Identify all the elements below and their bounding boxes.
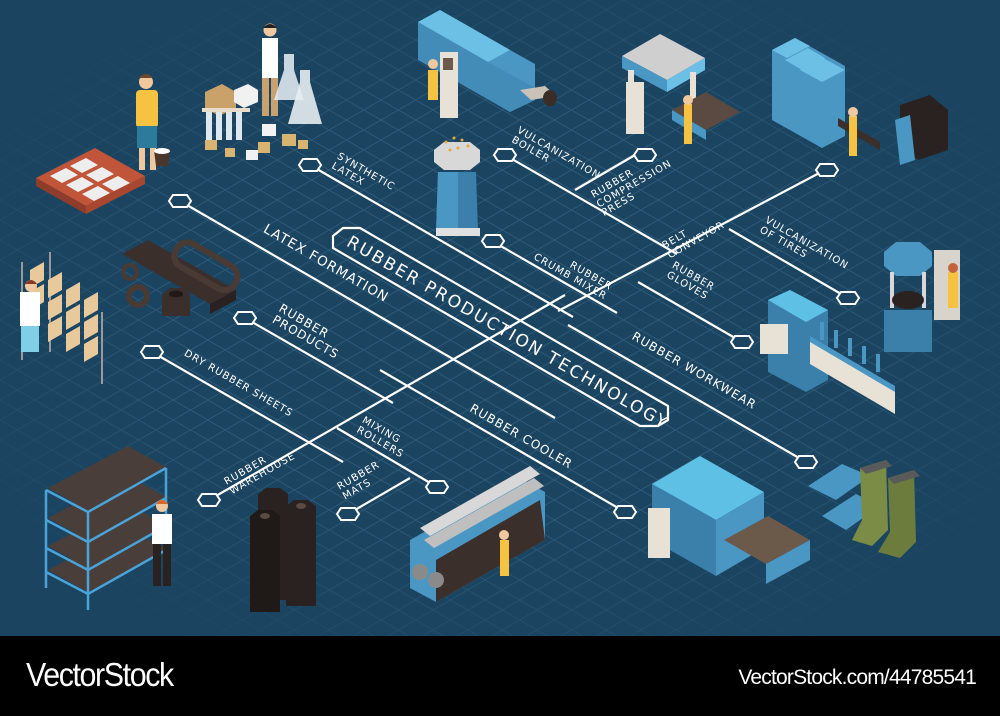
node-rubber-gloves — [729, 335, 755, 349]
mixing-rollers-illustration — [410, 466, 545, 602]
node-latex-formation — [167, 194, 193, 208]
drying-rack-illustration — [20, 252, 103, 384]
worker-with-bucket-illustration — [136, 74, 170, 170]
footer-bar: VectorStock VectorStock.com/44785541 — [0, 636, 1000, 716]
node-rubber-crumb-mixer — [480, 234, 506, 248]
node-dry-rubber-sheets — [139, 345, 165, 359]
rubber-crumb-mixer-illustration — [434, 136, 480, 236]
rubber-products-illustration — [121, 239, 241, 316]
chemist-lab-illustration — [202, 23, 322, 160]
node-synthetic-latex — [297, 158, 323, 172]
title-frame — [331, 226, 670, 428]
node-rubber-compression-press — [632, 148, 658, 162]
infographic-canvas: SYNTHETIC LATEX VULCANIZATION BOILER RUB… — [0, 0, 1000, 636]
rubber-rolls-illustration — [250, 488, 316, 612]
glove-machine-illustration — [760, 290, 895, 414]
node-vulcanization-boiler — [492, 148, 518, 162]
latex-pallet-illustration — [36, 148, 145, 214]
image-reference: VectorStock.com/44785541 — [738, 666, 976, 689]
compression-press-illustration — [622, 34, 740, 144]
node-belt-conveyor — [814, 163, 840, 177]
brand-logo: VectorStock — [26, 656, 174, 693]
warehouse-shelf-illustration — [44, 446, 172, 610]
node-vulcanization-of-tires — [835, 291, 861, 305]
node-rubber-cooler — [612, 505, 638, 519]
rubber-cooler-illustration — [648, 456, 810, 584]
node-rubber-mats — [335, 507, 361, 521]
vulcanization-boiler-illustration — [418, 10, 557, 118]
tire-press-illustration — [884, 242, 960, 352]
node-rubber-products — [232, 311, 258, 325]
gloves-boots-illustration — [808, 460, 920, 558]
belt-conveyor-illustration — [772, 38, 948, 165]
flowchart-lines — [0, 0, 1000, 636]
node-mixing-rollers — [424, 480, 450, 494]
node-rubber-workwear — [793, 455, 819, 469]
node-rubber-warehouse — [196, 493, 222, 507]
